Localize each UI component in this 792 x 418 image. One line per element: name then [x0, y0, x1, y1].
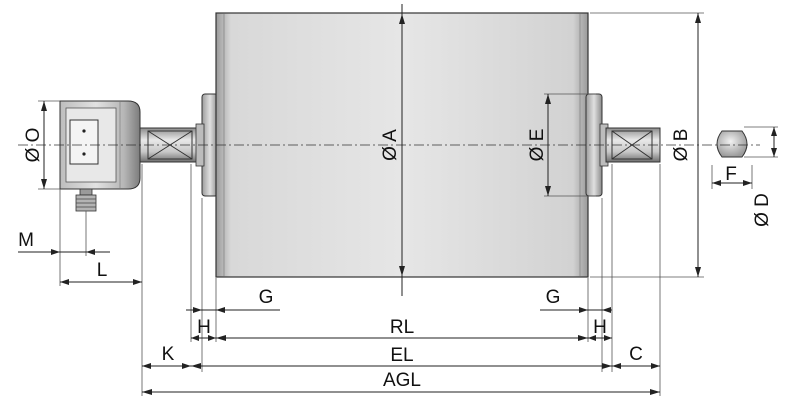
dim-f — [744, 126, 778, 158]
label-dia-a: Ø A — [380, 129, 401, 161]
dim-g-left — [186, 307, 280, 313]
bottom-extension-lines — [190, 164, 661, 396]
label-el: EL — [390, 345, 413, 366]
dim-rl — [216, 335, 588, 341]
dim-g-right — [540, 307, 612, 313]
dim-h-left — [191, 335, 216, 341]
dim-dia-a — [399, 4, 405, 296]
label-k: K — [162, 344, 175, 365]
label-dia-b: Ø B — [671, 129, 692, 162]
label-h-left: H — [197, 317, 211, 338]
shaft-end-view — [716, 130, 748, 158]
label-m: M — [18, 230, 34, 251]
dim-m — [18, 189, 110, 286]
dim-dia-o — [38, 100, 60, 190]
label-l: L — [97, 260, 108, 281]
label-g-left: G — [259, 287, 274, 308]
dim-el — [191, 363, 612, 369]
dim-dia-d — [711, 165, 753, 189]
label-f: F — [725, 164, 737, 185]
label-agl: AGL — [383, 370, 421, 391]
dim-agl — [142, 389, 660, 395]
cable-gland — [75, 188, 97, 212]
label-c: C — [629, 344, 643, 365]
label-dia-d: Ø D — [752, 193, 773, 227]
dim-l — [60, 164, 143, 396]
label-dia-e: Ø E — [527, 129, 548, 162]
label-dia-o: Ø O — [23, 128, 44, 163]
label-rl: RL — [390, 317, 414, 338]
dim-c — [612, 363, 660, 369]
label-g-right: G — [546, 287, 561, 308]
label-h-right: H — [593, 317, 607, 338]
dim-dia-b — [590, 12, 704, 278]
dim-dia-e — [544, 93, 596, 197]
dim-h-right — [588, 335, 612, 341]
